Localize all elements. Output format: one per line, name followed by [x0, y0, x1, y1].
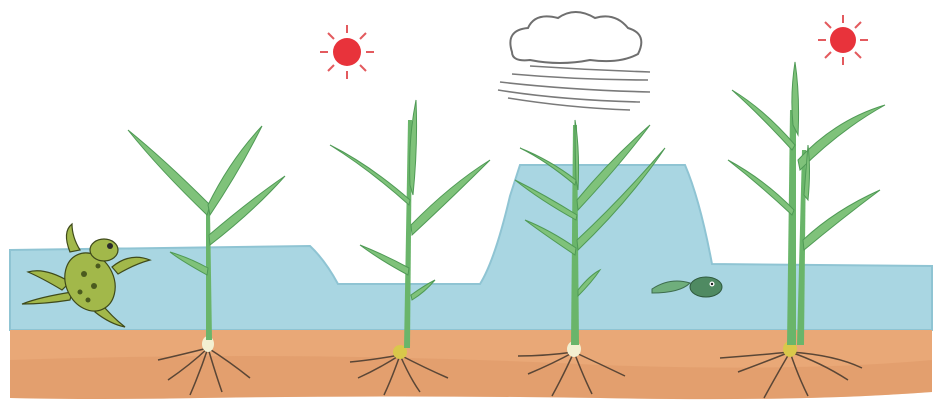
- sun-left-icon: [320, 25, 374, 79]
- sun-right-icon: [818, 15, 868, 65]
- cloud-icon: [510, 12, 641, 63]
- wind-icon: [498, 66, 650, 110]
